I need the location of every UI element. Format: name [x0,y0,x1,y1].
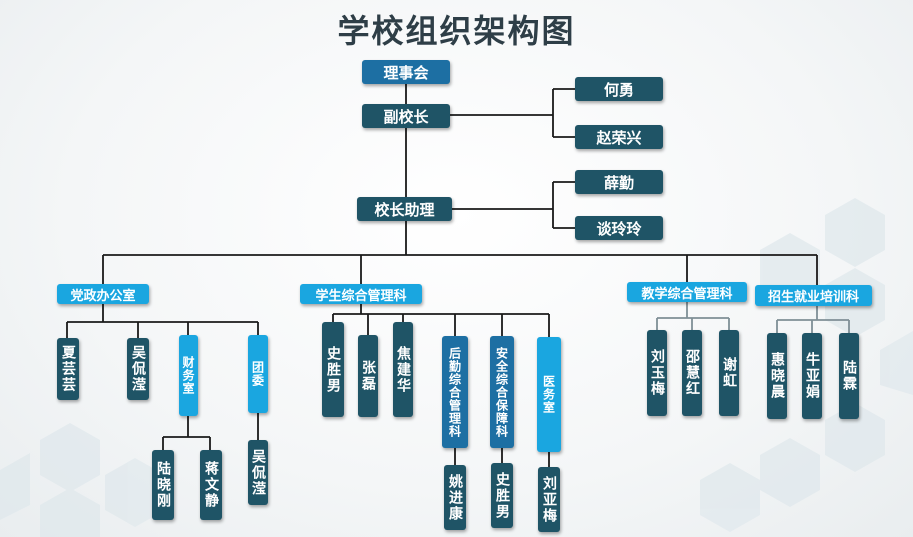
unit-box: 医务室 [537,337,561,452]
staff-box: 牛亚娟 [802,333,822,419]
department-box: 教学综合管理科 [627,282,747,302]
staff-box: 吴侃滢 [127,338,149,400]
assistant-member-box: 薛勤 [575,170,663,194]
vice-member-box: 赵荣兴 [575,125,663,149]
board-box: 理事会 [362,60,450,84]
department-box: 学生综合管理科 [300,284,422,304]
staff-box: 刘玉梅 [647,330,667,416]
staff-box: 夏芸芸 [57,338,79,400]
staff-box: 刘亚梅 [538,467,560,532]
unit-box: 后勤综合管理科 [442,336,468,448]
assistant-member-box: 谈玲玲 [575,216,663,240]
page-title: 学校组织架构图 [337,12,576,50]
vice-principal-box: 副校长 [362,104,450,128]
staff-box: 史胜男 [491,463,513,528]
department-box: 党政办公室 [57,284,149,304]
unit-box: 安全综合保障科 [490,336,514,448]
staff-box: 邵慧红 [682,330,702,416]
staff-box: 陆霖 [839,333,859,419]
unit-box: 团委 [248,335,268,413]
staff-box: 陆晓刚 [152,450,174,520]
staff-box: 惠晓晨 [767,333,787,419]
assistant-box: 校长助理 [357,197,452,221]
staff-box: 吴侃滢 [248,440,268,505]
staff-box: 蒋文静 [200,450,222,520]
staff-box: 张磊 [358,335,378,417]
staff-box: 史胜男 [322,322,344,417]
staff-box: 姚进康 [444,465,466,530]
staff-box: 焦建华 [393,322,413,417]
staff-box: 谢虹 [719,330,739,416]
unit-box: 财务室 [179,335,198,416]
vice-member-box: 何勇 [575,77,663,101]
department-box: 招生就业培训科 [755,285,872,306]
